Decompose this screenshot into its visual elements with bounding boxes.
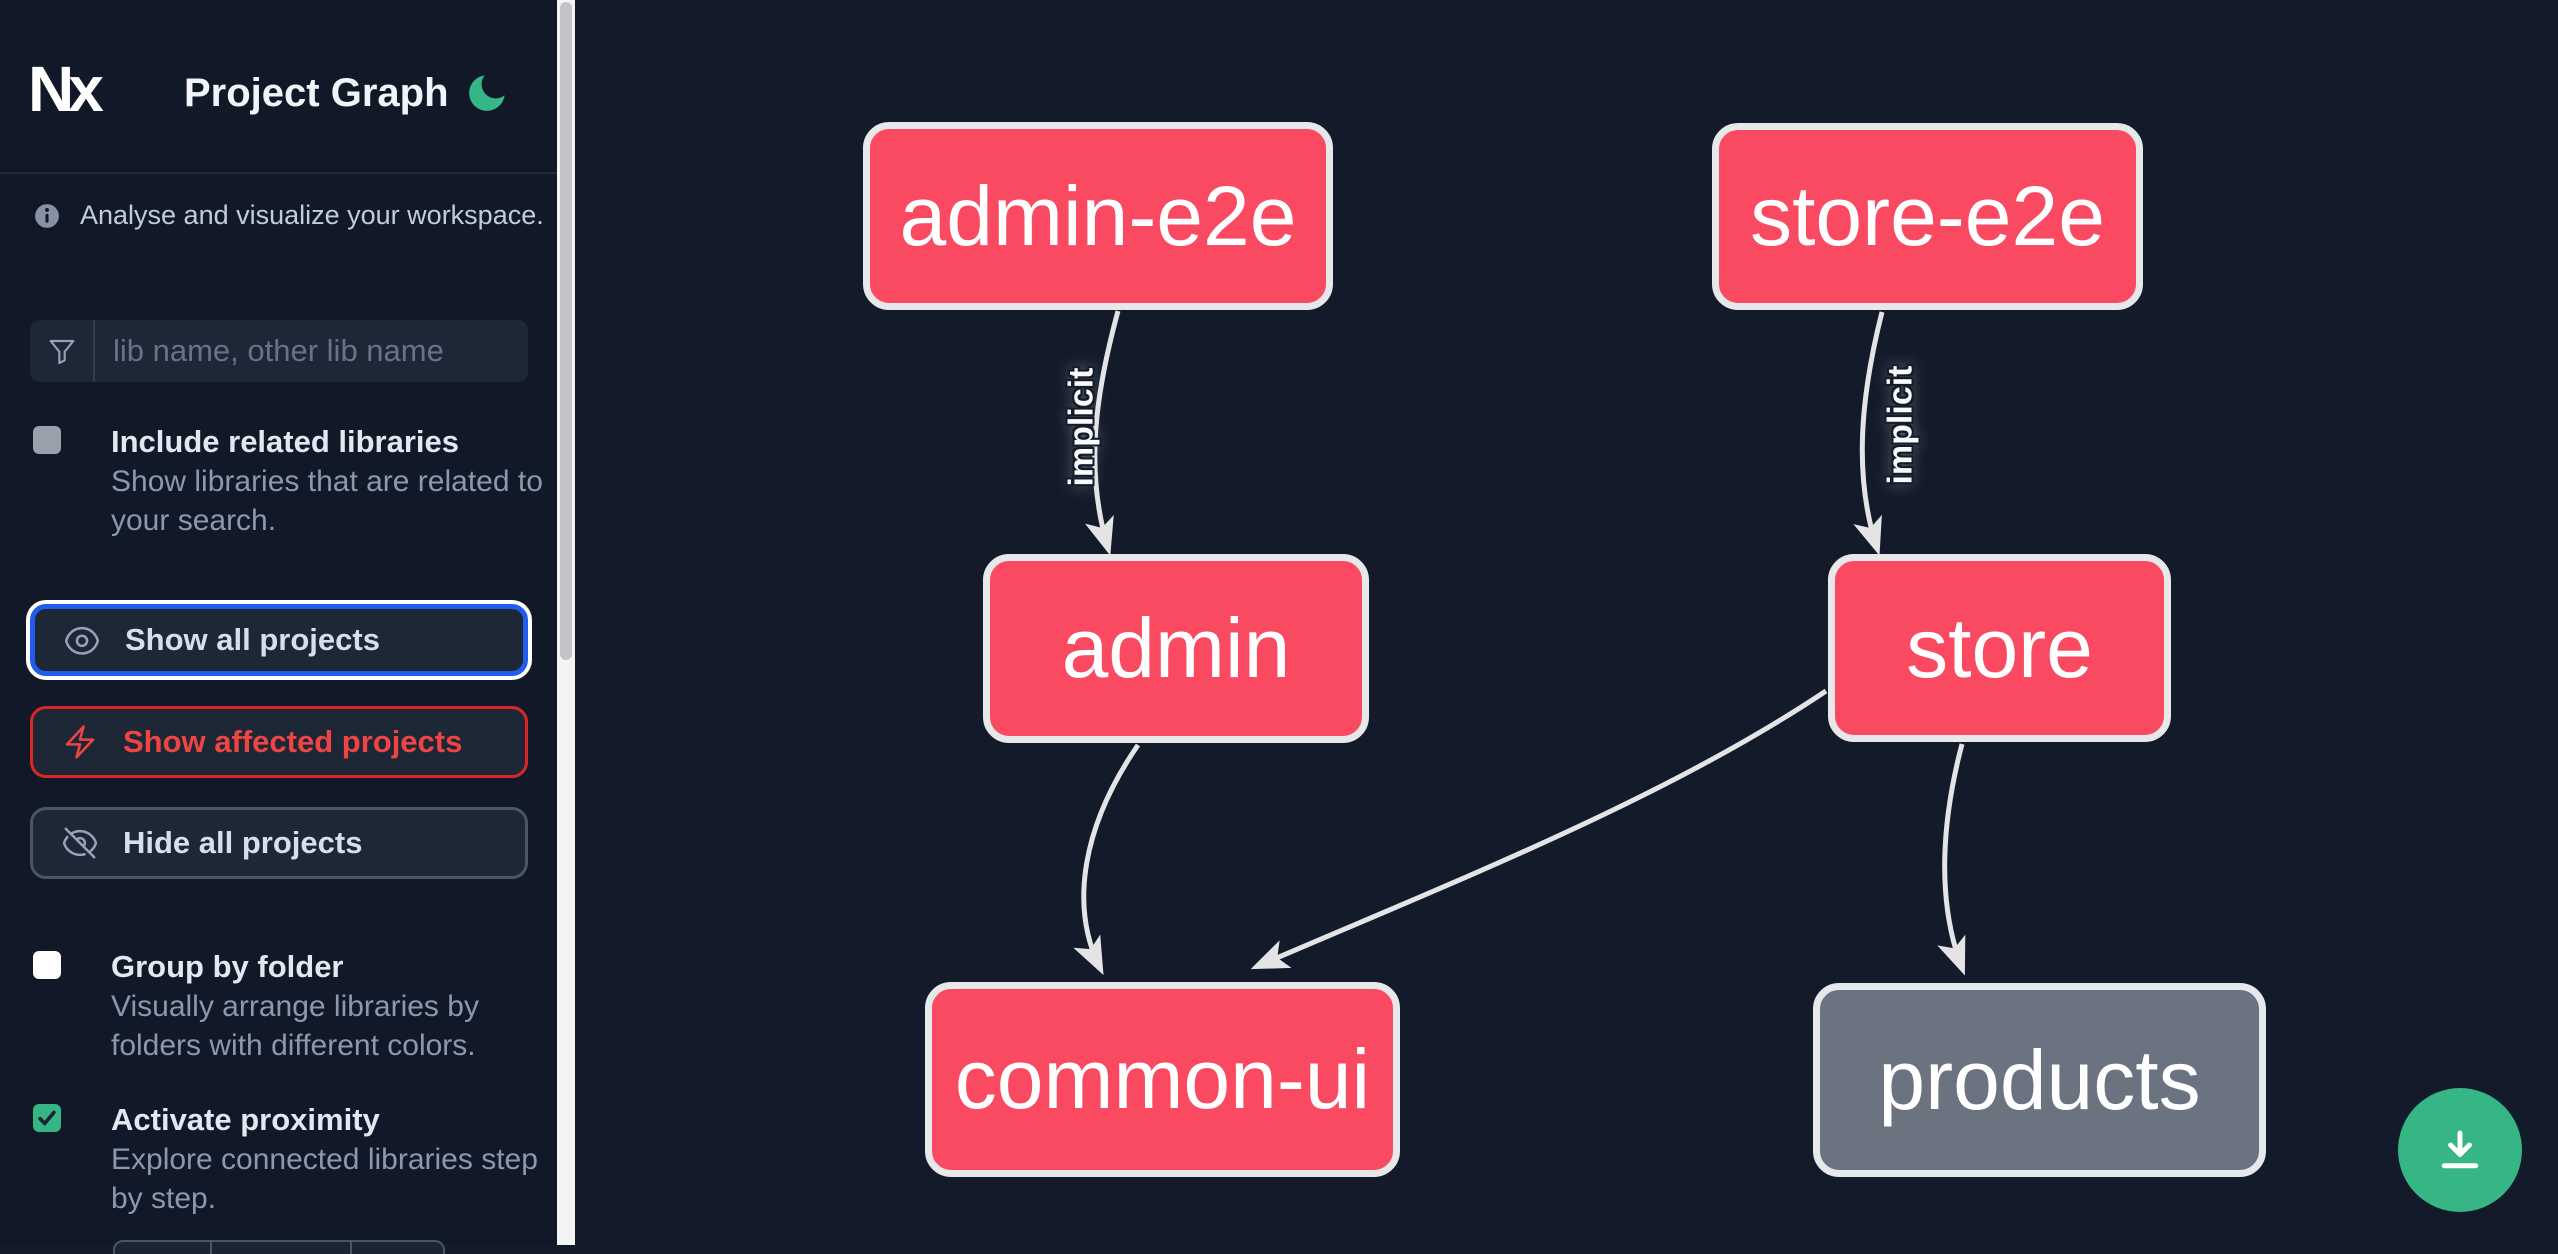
show-affected-projects-button[interactable]: Show affected projects bbox=[30, 706, 528, 778]
include-related-description: Show libraries that are related to your … bbox=[111, 465, 543, 537]
sidebar-scrollbar-thumb[interactable] bbox=[560, 2, 572, 660]
node-store-e2e[interactable]: store-e2e bbox=[1712, 123, 2143, 310]
edge-label-implicit-admin: implicit bbox=[1062, 367, 1101, 487]
group-by-folder-label: Group by folder bbox=[111, 949, 344, 984]
node-admin[interactable]: admin bbox=[983, 554, 1369, 743]
show-affected-projects-label: Show affected projects bbox=[123, 724, 463, 759]
download-icon bbox=[2441, 1130, 2479, 1169]
show-all-projects-label: Show all projects bbox=[125, 622, 380, 657]
node-admin-e2e[interactable]: admin-e2e bbox=[863, 122, 1333, 310]
show-all-projects-button[interactable]: Show all projects bbox=[30, 604, 528, 676]
checkbox-include-related[interactable] bbox=[33, 426, 61, 454]
header-divider bbox=[0, 172, 557, 174]
info-text: Analyse and visualize your workspace. bbox=[80, 200, 544, 230]
workspace-info: Analyse and visualize your workspace. bbox=[34, 200, 544, 231]
edge-label-implicit-store: implicit bbox=[1881, 365, 1920, 485]
bolt-icon bbox=[65, 725, 95, 759]
activate-proximity-label: Activate proximity bbox=[111, 1102, 380, 1137]
check-icon bbox=[38, 1110, 56, 1126]
checkbox-activate-proximity[interactable] bbox=[33, 1104, 61, 1132]
search-input[interactable] bbox=[95, 322, 528, 380]
funnel-icon-wrap bbox=[30, 320, 95, 382]
download-image-button[interactable] bbox=[2398, 1088, 2522, 1212]
proximity-depth-stepper bbox=[113, 1240, 445, 1254]
edge-admin-to-common-ui[interactable] bbox=[1073, 743, 1141, 976]
activate-proximity-description: Explore connected libraries step by step… bbox=[111, 1143, 538, 1215]
node-common-ui[interactable]: common-ui bbox=[925, 982, 1400, 1177]
eye-icon bbox=[64, 626, 100, 655]
group-by-folder-description: Visually arrange libraries by folders wi… bbox=[111, 990, 479, 1062]
filter-search-box bbox=[30, 320, 528, 382]
depth-increment-button[interactable] bbox=[350, 1242, 443, 1254]
edge-store-to-products[interactable] bbox=[1937, 743, 1966, 976]
eye-slash-icon bbox=[62, 827, 98, 859]
nx-logo: Nx bbox=[28, 53, 104, 125]
hide-all-projects-button[interactable]: Hide all projects bbox=[30, 807, 528, 879]
funnel-icon bbox=[49, 339, 74, 365]
checkbox-group-by-folder[interactable] bbox=[33, 951, 61, 979]
moon-icon bbox=[469, 75, 505, 111]
hide-all-projects-label: Hide all projects bbox=[123, 825, 363, 860]
sidebar-scrollbar-track[interactable] bbox=[557, 0, 575, 1245]
graph-edges bbox=[1073, 310, 1966, 976]
edge-store-e2e-to-store[interactable] bbox=[1853, 311, 1885, 556]
edge-admin-e2e-to-admin[interactable] bbox=[1085, 310, 1121, 556]
include-related-label: Include related libraries bbox=[111, 424, 460, 459]
sidebar: Nx Project Graph Analyse and visualize y… bbox=[0, 0, 557, 1254]
project-graph-canvas[interactable]: implicit implicit admin-e2e store-e2e ad… bbox=[575, 0, 2558, 1245]
node-products[interactable]: products bbox=[1813, 983, 2266, 1177]
depth-decrement-button[interactable] bbox=[115, 1242, 210, 1254]
page-title: Project Graph bbox=[184, 71, 449, 115]
info-icon bbox=[35, 203, 59, 228]
dark-mode-toggle[interactable] bbox=[464, 70, 510, 116]
node-store[interactable]: store bbox=[1828, 554, 2171, 742]
edge-store-to-common-ui[interactable] bbox=[1250, 688, 1828, 970]
depth-value bbox=[210, 1242, 350, 1254]
